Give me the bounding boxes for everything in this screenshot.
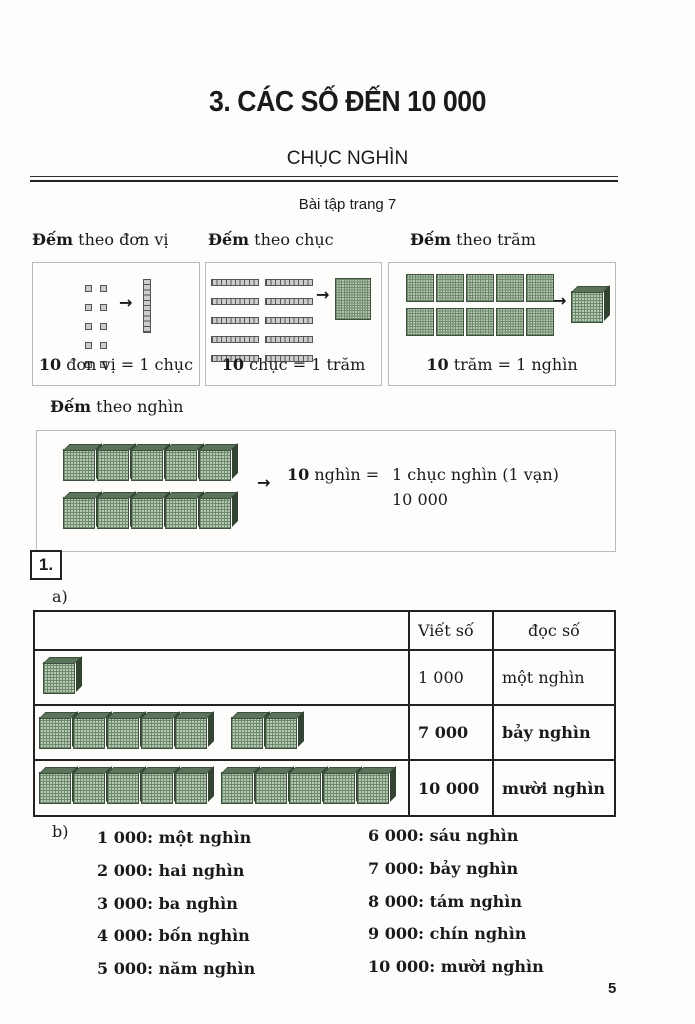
header-cell: [33, 610, 410, 651]
header-cell: đọc số: [492, 610, 616, 651]
list-item: 8 000: tám nghìn: [368, 891, 522, 911]
ten-thousand-words: 1 chục nghìn (1 vạn): [392, 465, 559, 484]
number-cell: 1 000: [408, 649, 494, 706]
units-box: → 10 đơn vị = 1 chục: [32, 262, 200, 386]
list-left: 1 000: một nghìn 2 000: hai nghìn 3 000:…: [97, 822, 255, 986]
table-row: 1 000 một nghìn: [33, 649, 616, 706]
hundreds-box: → 10 trăm = 1 nghìn: [388, 262, 616, 386]
words-cell: một nghìn: [492, 649, 616, 706]
ten-rods: [208, 273, 320, 368]
words-cell: mười nghìn: [492, 759, 616, 817]
arrow-icon: →: [119, 293, 133, 312]
arrow-icon: →: [553, 291, 567, 310]
numbers-table: Viết số đọc số 1 000 một nghìn 7 000 bảy…: [33, 610, 616, 817]
table-header: Viết số đọc số: [33, 610, 616, 651]
words-cell: bảy nghìn: [492, 704, 616, 761]
equation-thousands: 10 nghìn =: [287, 465, 380, 484]
double-divider: [30, 176, 618, 182]
list-item: 6 000: sáu nghìn: [368, 826, 519, 845]
heading-count-units: Đếm theo đơn vị: [32, 230, 169, 249]
hundred-flats: [405, 273, 555, 341]
thousand-cubes: [63, 449, 243, 533]
exercise-reference: Bài tập trang 7: [298, 196, 397, 213]
equation-tens: 10 chục = 1 trăm: [221, 355, 366, 374]
thousands-box: → 10 nghìn = 1 chục nghìn (1 vạn) 10 000: [36, 430, 616, 552]
equation-units: 10 đơn vị = 1 chục: [38, 355, 194, 374]
unit-cubes: [81, 279, 113, 374]
part-a-label: a): [52, 587, 68, 606]
ten-thousand-number: 10 000: [392, 490, 448, 509]
list-item: 7 000: bảy nghìn: [368, 858, 519, 878]
equation-hundreds: 10 trăm = 1 nghìn: [426, 355, 578, 374]
cube-cell: [33, 759, 410, 817]
page-number: 5: [608, 980, 617, 997]
section-title: CHỤC NGHÌN: [286, 148, 409, 169]
list-item: 10 000: mười nghìn: [368, 957, 544, 977]
list-right: 6 000: sáu nghìn 7 000: bảy nghìn 8 000:…: [368, 820, 544, 984]
tens-box: → 10 chục = 1 trăm: [205, 262, 382, 386]
arrow-icon: →: [316, 285, 330, 304]
list-item: 1 000: một nghìn: [97, 828, 252, 847]
page-title: 3. CÁC SỐ ĐẾN 10 000: [208, 86, 486, 118]
part-b-label: b): [52, 822, 69, 841]
heading-count-tens: Đếm theo chục: [208, 230, 334, 249]
number-cell: 7 000: [408, 704, 494, 761]
list-item: 3 000: ba nghìn: [97, 893, 238, 913]
table-row: 10 000 mười nghìn: [33, 759, 616, 817]
thousand-cube: [571, 291, 603, 323]
hundred-flat: [335, 278, 371, 320]
list-item: 4 000: bốn nghìn: [97, 926, 250, 946]
exercise-number: 1.: [30, 550, 62, 580]
heading-count-hundreds: Đếm theo trăm: [410, 230, 536, 249]
table-row: 7 000 bảy nghìn: [33, 704, 616, 761]
heading-count-thousands: Đếm theo nghìn: [50, 397, 184, 416]
ten-rod: [143, 279, 151, 333]
cube-cell: [33, 649, 410, 706]
header-cell: Viết số: [408, 610, 494, 651]
arrow-icon: →: [257, 473, 271, 492]
list-item: 5 000: năm nghìn: [97, 959, 256, 979]
number-cell: 10 000: [408, 759, 494, 817]
list-item: 2 000: hai nghìn: [97, 860, 245, 880]
cube-cell: [33, 704, 410, 761]
list-item: 9 000: chín nghìn: [368, 924, 527, 944]
